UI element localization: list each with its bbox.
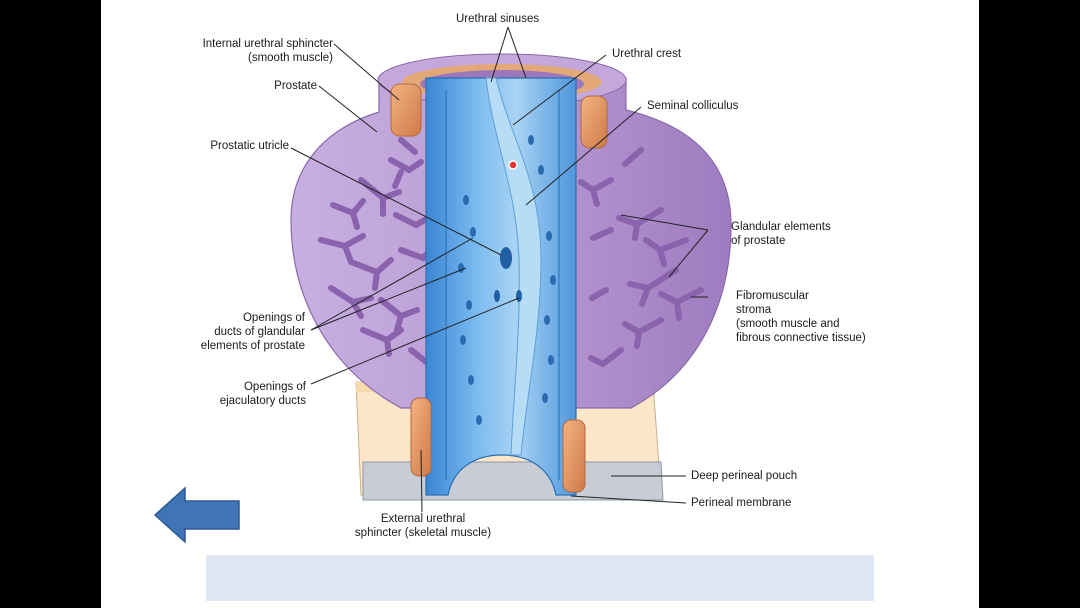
- urethral-crest: [485, 77, 542, 456]
- label-stroma-line3: (smooth muscle and: [736, 318, 840, 330]
- ejaculatory-duct-opening-left: [494, 290, 500, 302]
- label-internal-sphincter-line1: Internal urethral sphincter: [202, 38, 333, 50]
- prostate-urethra-diagram: [290, 26, 732, 513]
- label-deep-perineal-pouch: Deep perineal pouch: [691, 470, 798, 482]
- label-internal-sphincter: Internal urethral sphincter (smooth musc…: [161, 37, 333, 65]
- label-urethral-sinuses: Urethral sinuses: [456, 13, 540, 25]
- label-stroma-line1: Fibromuscular: [736, 290, 809, 302]
- label-external-sphincter-line2: sphincter (skeletal muscle): [354, 527, 492, 539]
- leader-lines: [290, 26, 709, 513]
- urethra: [425, 77, 577, 496]
- label-openings-glandular-line3: elements of prostate: [200, 340, 305, 352]
- label-openings-glandular-line1: Openings of: [242, 312, 305, 324]
- label-openings-glandular-line2: ducts of glandular: [214, 326, 305, 338]
- external-sphincter: [410, 397, 586, 493]
- ejaculatory-duct-opening-right: [516, 290, 522, 302]
- label-prostatic-utricle: Prostatic utricle: [210, 140, 289, 152]
- label-internal-sphincter-line2: (smooth muscle): [248, 52, 333, 64]
- label-perineal-membrane: Perineal membrane: [691, 497, 792, 509]
- label-openings-ejaculatory-line2: ejaculatory ducts: [219, 395, 306, 407]
- perineal-membrane: [362, 461, 664, 501]
- internal-sphincter: [390, 83, 608, 149]
- label-glandular-elements-line1: Glandular elements: [731, 221, 831, 233]
- label-glandular-elements: Glandular elements of prostate: [731, 220, 831, 248]
- label-glandular-elements-line2: of prostate: [731, 235, 786, 247]
- label-stroma-line4: fibrous connective tissue): [736, 332, 866, 344]
- caption-bar: [206, 555, 874, 601]
- label-fibromuscular-stroma: Fibromuscular stroma (smooth muscle and …: [736, 289, 866, 345]
- label-openings-glandular-ducts: Openings of ducts of glandular elements …: [161, 311, 305, 353]
- label-stroma-line2: stroma: [736, 304, 772, 316]
- left-arrow-icon[interactable]: [153, 486, 241, 544]
- label-external-sphincter: External urethral sphincter (skeletal mu…: [333, 512, 513, 540]
- glandular-elements-left: [318, 137, 444, 368]
- label-prostate: Prostate: [274, 80, 317, 92]
- label-external-sphincter-line1: External urethral: [380, 513, 466, 525]
- glandular-elements-right: [578, 147, 704, 368]
- label-seminal-colliculus: Seminal colliculus: [647, 100, 739, 112]
- label-openings-ejaculatory-ducts: Openings of ejaculatory ducts: [181, 380, 306, 408]
- duct-openings: [458, 135, 556, 425]
- pointer-dot: [508, 160, 518, 170]
- label-openings-ejaculatory-line1: Openings of: [243, 381, 306, 393]
- label-urethral-crest: Urethral crest: [612, 48, 682, 60]
- prostatic-utricle: [500, 247, 512, 269]
- slide: Urethral sinuses Internal urethral sphin…: [101, 0, 979, 608]
